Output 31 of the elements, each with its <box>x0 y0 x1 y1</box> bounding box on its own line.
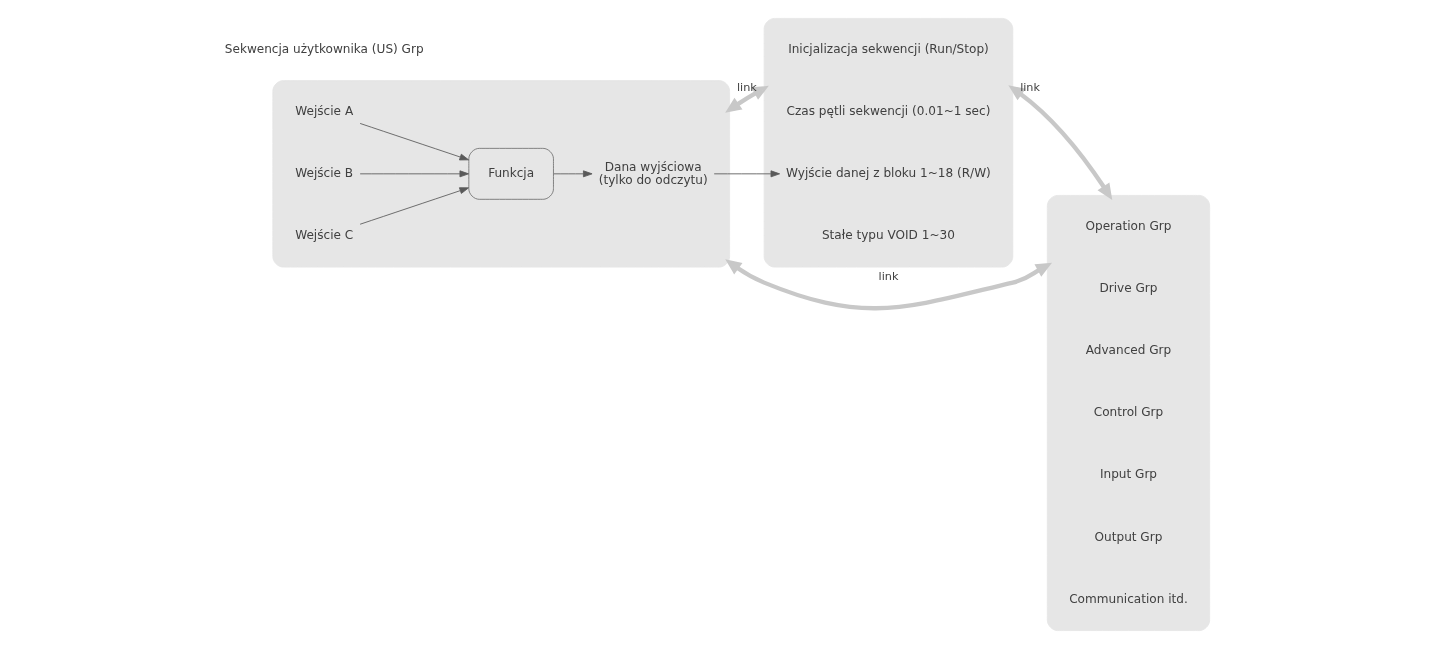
node-text: Input Grp <box>1099 467 1158 482</box>
node-text: Stałe typu VOID 1~30 <box>821 228 955 243</box>
arrow <box>725 85 769 113</box>
arrow <box>359 123 469 161</box>
edge-label: link <box>736 81 757 95</box>
arrow <box>359 170 469 178</box>
node-text: Communication itd. <box>1069 591 1188 606</box>
node-text: Operation Grp <box>1085 218 1172 233</box>
node-text: Control Grp <box>1093 405 1164 420</box>
edge-label: link <box>1020 81 1040 95</box>
cluster <box>763 18 1014 268</box>
node-text: Drive Grp <box>1099 280 1158 295</box>
node-text: Wyjście danej z bloku 1~18 (R/W) <box>786 166 991 181</box>
arrow <box>1008 85 1113 200</box>
cluster <box>272 80 730 268</box>
node-text: Output Grp <box>1094 529 1163 544</box>
node-text: Wejście B <box>295 166 354 181</box>
node-text: Advanced Grp <box>1085 343 1172 358</box>
node-text: Dana wyjściowa (tylko do odczytu) <box>598 159 708 187</box>
edge-label: link <box>878 269 899 283</box>
node-text: Inicjalizacja sekwencji (Run/Stop) <box>788 41 989 56</box>
arrow <box>713 170 781 178</box>
arrow <box>725 259 1053 311</box>
node-text: Wejście C <box>295 228 354 243</box>
node-text: Czas pętli sekwencji (0.01~1 sec) <box>786 103 991 118</box>
label: Sekwencja użytkownika (US) Grp <box>224 41 424 56</box>
node-text: Wejście A <box>295 103 354 118</box>
arrow <box>359 187 469 225</box>
arrow <box>553 170 593 178</box>
node-box: Funkcja <box>468 147 554 200</box>
cluster <box>1046 195 1211 631</box>
